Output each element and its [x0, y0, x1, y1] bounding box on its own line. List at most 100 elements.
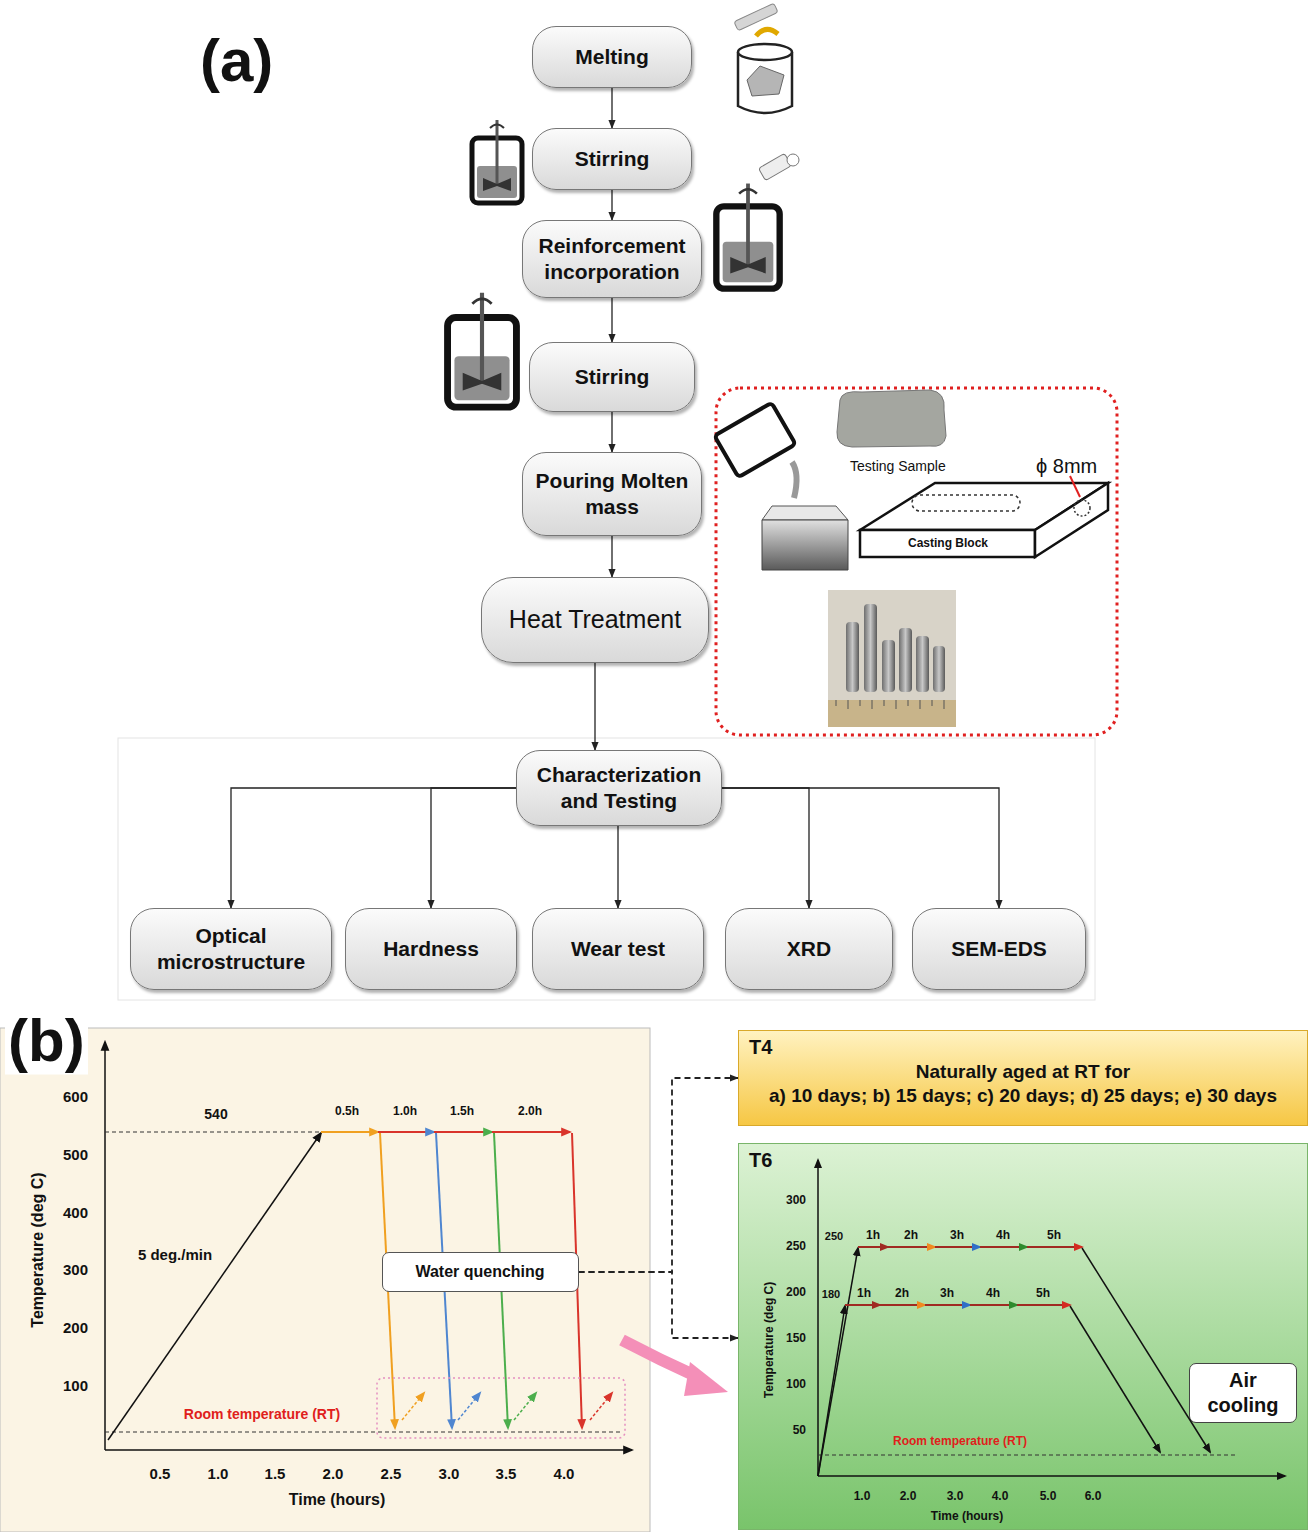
flow-arrow — [594, 663, 595, 750]
axis-tick: 3.0 — [439, 1465, 460, 1482]
time-label: 1h — [866, 1229, 880, 1243]
axis-tick: 3.0 — [947, 1490, 964, 1504]
process-box: Stirring — [532, 128, 692, 190]
axis-tick: 600 — [63, 1088, 88, 1105]
axis-title: Temperature (deg C) — [763, 1282, 777, 1398]
axis-tick: 200 — [786, 1286, 806, 1300]
node-text: Heat Treatment — [509, 604, 681, 635]
axis-tick: 250 — [786, 1240, 806, 1254]
treatment-panel: T6Air cooling — [738, 1143, 1308, 1530]
axis-tick: 2.0 — [900, 1490, 917, 1504]
test-box: Wear test — [532, 908, 704, 990]
time-label: 1h — [857, 1287, 871, 1301]
axis-tick: 1.5 — [265, 1465, 286, 1482]
process-note-box: Water quenching — [382, 1252, 579, 1292]
stirrer-icon — [472, 120, 522, 203]
axis-title: Time (hours) — [289, 1491, 386, 1509]
time-label: 1.5h — [450, 1105, 474, 1119]
test-box: XRD — [725, 908, 893, 990]
mould — [762, 506, 848, 570]
node-text: Wear test — [571, 936, 665, 962]
node-text: T6 — [749, 1148, 772, 1173]
flow-arrow — [611, 190, 612, 220]
axis-tick: 4.0 — [992, 1490, 1009, 1504]
rate-label: 5 deg./min — [138, 1246, 212, 1263]
node-body-text: a) 10 days; b) 15 days; c) 20 days; d) 2… — [749, 1084, 1297, 1108]
node-text: Melting — [575, 44, 649, 70]
axis-tick: 5.0 — [1040, 1490, 1057, 1504]
axis-tick: 100 — [63, 1377, 88, 1394]
panel-label: (b) — [5, 1006, 88, 1075]
node-text: Stirring — [575, 364, 650, 390]
axis-tick: 200 — [63, 1319, 88, 1336]
axis-tick: 400 — [63, 1204, 88, 1221]
axis-title: Temperature (deg C) — [29, 1172, 47, 1327]
time-label: 2.0h — [518, 1105, 542, 1119]
axis-tick: 50 — [793, 1424, 806, 1438]
node-text: Stirring — [575, 146, 650, 172]
stirrer-icon — [448, 293, 517, 407]
node-text: SEM-EDS — [951, 936, 1047, 962]
flow-arrow — [722, 788, 809, 908]
axis-tick: 0.5 — [150, 1465, 171, 1482]
melting-icon — [734, 3, 792, 113]
time-label: 5h — [1047, 1229, 1061, 1243]
value-label: 250 — [825, 1230, 843, 1243]
node-body-text: Naturally aged at RT for — [749, 1060, 1297, 1084]
process-box: Reinforcement incorporation — [522, 220, 702, 298]
time-label: 4h — [986, 1287, 1000, 1301]
axis-tick: 500 — [63, 1146, 88, 1163]
axis-tick: 100 — [786, 1378, 806, 1392]
test-box: Optical microstructure — [130, 908, 332, 990]
node-text: T4 — [749, 1035, 1297, 1060]
axis-tick: 150 — [786, 1332, 806, 1346]
flow-arrow — [611, 536, 612, 577]
process-box: Melting — [532, 26, 692, 88]
flow-arrow — [611, 412, 612, 452]
value-label: 180 — [822, 1288, 840, 1301]
dimension-label: ϕ 8mm — [1036, 455, 1097, 478]
value-label: 540 — [204, 1106, 227, 1122]
callout-text: Testing Sample — [850, 458, 946, 474]
axis-tick: 300 — [63, 1261, 88, 1278]
node-text: XRD — [787, 936, 831, 962]
time-label: 2h — [904, 1229, 918, 1243]
stirrer-icon — [716, 184, 779, 289]
test-box: Hardness — [345, 908, 517, 990]
axis-tick: 2.0 — [323, 1465, 344, 1482]
flow-arrow — [617, 826, 618, 908]
node-text: Optical microstructure — [139, 923, 323, 976]
panel-label: (a) — [200, 26, 273, 95]
test-box: SEM-EDS — [912, 908, 1086, 990]
reference-label: Room temperature (RT) — [893, 1435, 1027, 1449]
flow-arrow — [722, 788, 999, 908]
time-label: 2h — [895, 1287, 909, 1301]
pouring-ladle — [714, 403, 796, 498]
node-text: Reinforcement incorporation — [531, 233, 693, 286]
chart-panel — [0, 1028, 650, 1532]
flow-arrow — [611, 298, 612, 342]
testing-group-frame — [118, 738, 1095, 1000]
dashed-arrow — [579, 1078, 739, 1272]
process-box: Characterization and Testing — [516, 750, 722, 826]
time-label: 3h — [940, 1287, 954, 1301]
node-text: Pouring Molten mass — [531, 468, 693, 521]
dashed-arrow — [579, 1272, 739, 1338]
flow-arrow — [231, 788, 516, 908]
reference-label: Room temperature (RT) — [184, 1406, 340, 1422]
time-label: 4h — [996, 1229, 1010, 1243]
axis-tick: 6.0 — [1085, 1490, 1102, 1504]
axis-tick: 300 — [786, 1194, 806, 1208]
axis-title: Time (hours) — [931, 1510, 1003, 1524]
process-box: Pouring Molten mass — [522, 452, 702, 536]
feeder-icon — [759, 153, 799, 180]
axis-tick: 1.0 — [208, 1465, 229, 1482]
node-text: Air cooling — [1200, 1368, 1286, 1418]
node-text: Water quenching — [415, 1262, 544, 1282]
axis-tick: 4.0 — [554, 1465, 575, 1482]
process-box: Stirring — [529, 342, 695, 412]
time-label: 0.5h — [335, 1105, 359, 1119]
part-name: Casting Block — [908, 537, 988, 551]
flow-arrow — [431, 788, 516, 908]
time-label: 1.0h — [393, 1105, 417, 1119]
